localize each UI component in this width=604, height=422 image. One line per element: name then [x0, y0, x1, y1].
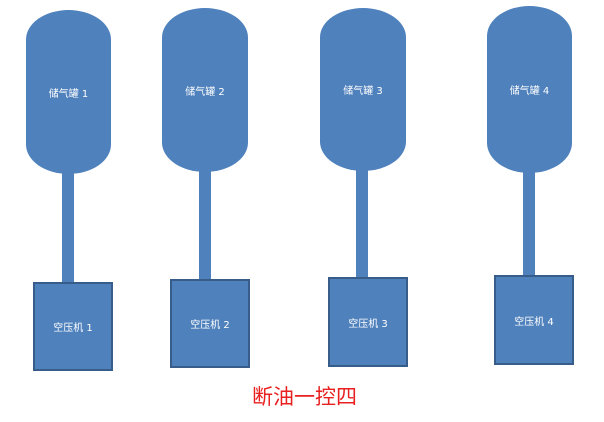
connecting-pipe	[523, 169, 535, 276]
tank-label: 储气罐 3	[343, 86, 383, 97]
storage-tank: 储气罐 3	[320, 8, 406, 171]
tank-label: 储气罐 4	[509, 86, 550, 97]
tank-label: 储气罐 1	[48, 88, 89, 100]
storage-tank: 储气罐 2	[162, 8, 248, 172]
diagram-title: 断油一控四	[252, 385, 357, 409]
connecting-pipe	[62, 170, 74, 283]
air-compressor: 空压机 4	[494, 275, 574, 365]
air-compressor: 空压机 3	[328, 277, 408, 367]
storage-tank: 储气罐 4	[487, 6, 572, 173]
compressor-label: 空压机 2	[190, 320, 230, 331]
compressor-label: 空压机 4	[514, 316, 554, 328]
compressor-label: 空压机 3	[348, 318, 388, 330]
compressor-label: 空压机 1	[53, 323, 93, 334]
storage-tank: 储气罐 1	[26, 10, 111, 174]
tank-label: 储气罐 2	[185, 86, 225, 98]
air-compressor: 空压机 1	[33, 282, 113, 371]
connecting-pipe	[356, 167, 368, 278]
air-compressor: 空压机 2	[170, 279, 250, 368]
connecting-pipe	[199, 168, 211, 280]
